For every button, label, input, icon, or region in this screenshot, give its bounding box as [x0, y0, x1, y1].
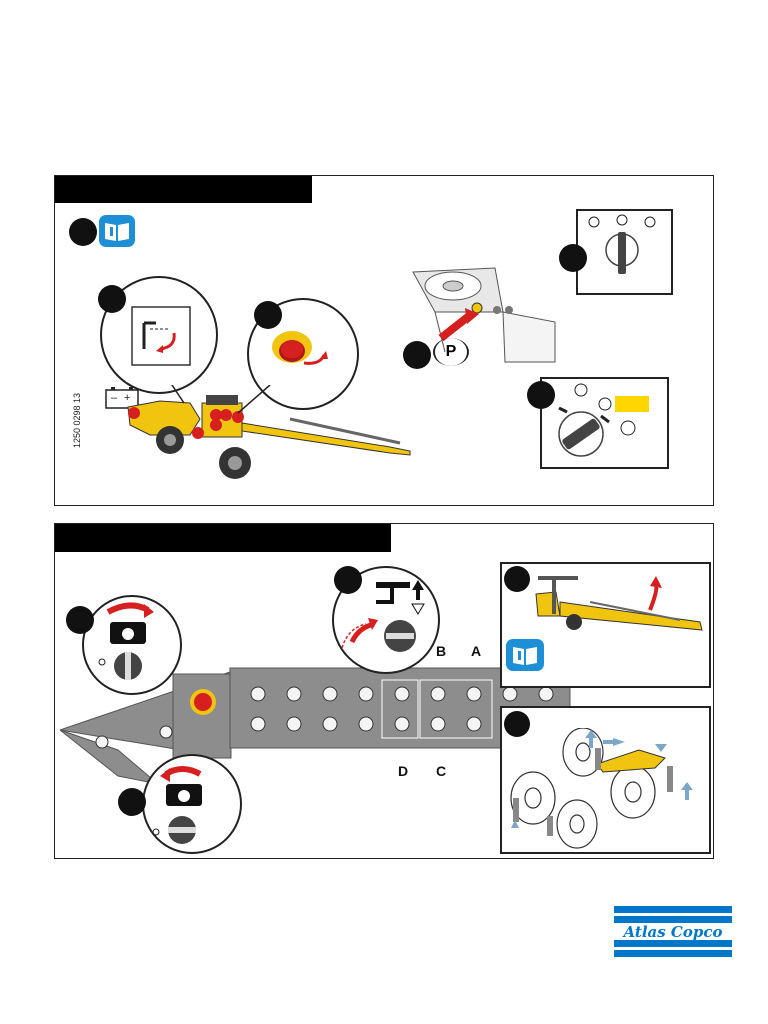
- emergency-stop-icon: [272, 331, 328, 365]
- control-panel-section-header: [55, 524, 391, 552]
- svg-text:Atlas Copco: Atlas Copco: [622, 923, 723, 941]
- step-badge: [403, 341, 431, 369]
- callout-letter-d: D: [398, 763, 409, 779]
- battery-icon: [105, 387, 139, 409]
- parking-brake-icon: P: [433, 338, 469, 366]
- boom-switch-icon: [341, 580, 425, 652]
- step-badge: [334, 566, 362, 594]
- manual-book-icon: [506, 639, 544, 671]
- atlas-copco-logo: Atlas Copco: [614, 906, 732, 957]
- callout-letter-c: C: [436, 763, 447, 779]
- mode-switch-right-icon: [98, 602, 154, 680]
- manual-book-icon: [99, 215, 135, 247]
- drill-rig-illustration: [127, 385, 411, 479]
- rig-boom-illustration: [535, 576, 703, 631]
- operator-cab-illustration: [412, 267, 556, 363]
- startup-panel-header: [55, 176, 312, 203]
- ignition-key-icon: [558, 383, 649, 457]
- step-badge: [69, 218, 97, 246]
- step-badge: [504, 711, 530, 737]
- step-badge: [504, 566, 530, 592]
- step-badge: [66, 606, 94, 634]
- step-badge: [254, 301, 282, 329]
- step-badge: [527, 381, 555, 409]
- mode-switch-left-icon: [152, 766, 202, 844]
- step-badge: [559, 244, 587, 272]
- battery-switch-key-icon: [131, 306, 191, 366]
- battery-minus-sign: –: [111, 392, 118, 404]
- selector-switch-icon: [588, 214, 656, 274]
- step-badge: [118, 788, 146, 816]
- step-badge: [98, 285, 126, 313]
- callout-letter-a: A: [471, 643, 482, 659]
- figure-code: 1250 0298 13: [72, 392, 82, 448]
- battery-plus-sign: +: [124, 392, 131, 404]
- stabilizer-jacks-illustration: [510, 728, 693, 849]
- callout-letter-b: B: [436, 643, 447, 659]
